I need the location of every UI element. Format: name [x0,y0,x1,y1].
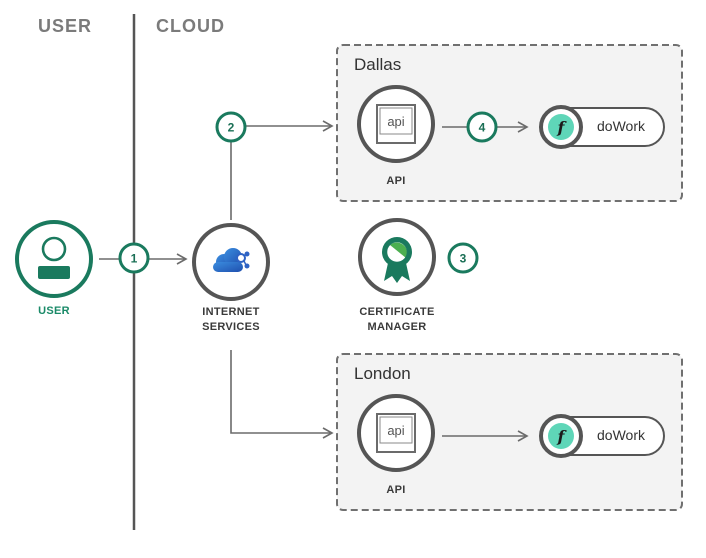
lane-label-user: USER [38,16,93,36]
internet-services-label: INTERNET SERVICES [181,305,281,335]
lane-label-cloud: CLOUD [156,16,225,36]
step-badge-4: 4 [466,111,498,143]
certificate-ribbon-icon [382,237,412,283]
user-label: USER [38,305,70,317]
step-badge-3: 3 [447,242,479,274]
cloud-icon [213,248,250,272]
api-icon-text: api [387,114,404,129]
certificate-manager-label: CERTIFICATE MANAGER [342,305,452,335]
region-box-london [336,353,683,511]
function-node-dallas: f [539,105,665,149]
internet-services-label-line1: INTERNET [202,306,260,318]
region-label-dallas: Dallas [354,55,402,74]
function-node-london: f [539,414,665,458]
arrow-internet-to-dallas-api [230,120,334,220]
function-icon: f [548,423,574,449]
step-number: 2 [228,121,235,135]
step-number: 4 [479,121,486,135]
step-badge-1: 1 [118,242,150,274]
api-label-london: API [386,484,406,496]
api-node-london: api [357,394,435,472]
step-number: 1 [131,252,138,266]
api-icon: api [376,413,416,453]
api-label-dallas: API [386,175,406,187]
function-icon-text: f [557,427,568,446]
user-node [15,220,93,298]
region-box-dallas [336,44,683,202]
api-icon: api [376,104,416,144]
step-number: 3 [460,252,467,266]
function-label-london: doWork [597,427,645,443]
person-icon [38,236,70,279]
api-icon-text: api [387,423,404,438]
internet-services-label-line2: SERVICES [202,321,260,333]
function-label-dallas: doWork [597,118,645,134]
certificate-manager-node [358,218,436,296]
function-icon-text: f [557,118,568,137]
certificate-manager-label-line2: MANAGER [367,321,427,333]
region-label-london: London [354,364,411,383]
certificate-manager-label-line1: CERTIFICATE [359,306,435,318]
api-node-dallas: api [357,85,435,163]
function-icon: f [548,114,574,140]
step-badge-2: 2 [215,111,247,143]
arrow-internet-to-london-api [230,350,334,439]
internet-services-node [192,223,270,301]
